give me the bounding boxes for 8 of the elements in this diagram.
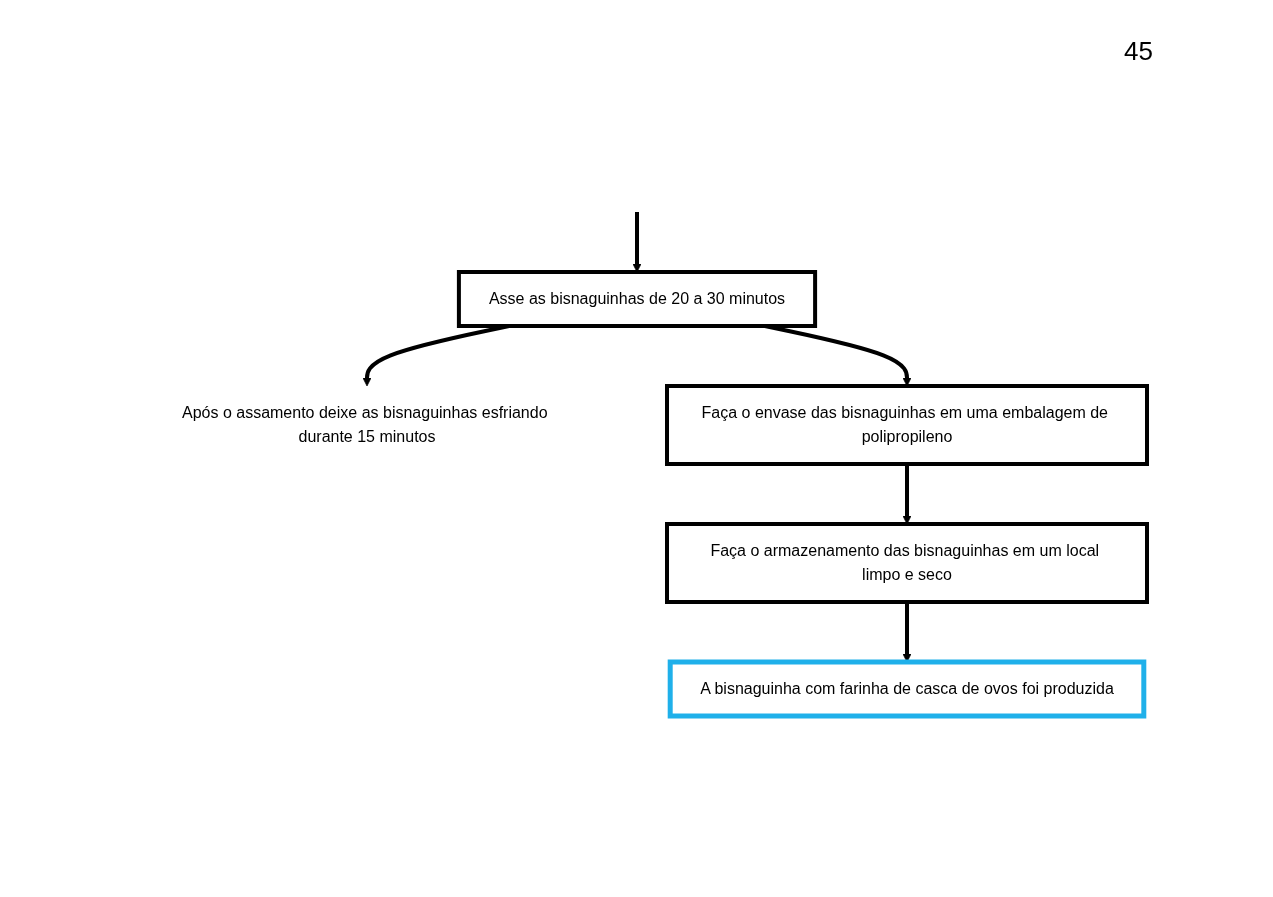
node-text: Após o assamento deixe as bisnaguinhas esfriando durante 15 minutos xyxy=(181,403,548,445)
page-number: 45 xyxy=(1124,36,1153,67)
node-box: A bisnaguinha com farinha de casca de ovos foi produzida xyxy=(667,659,1146,718)
node-box: Asse as bisnaguinhas de 20 a 30 minutos xyxy=(456,269,817,328)
node-box: Faça o armazenamento das bisnaguinhas em um local limpo e seco xyxy=(664,521,1149,604)
arrow xyxy=(632,211,641,272)
arrow xyxy=(902,463,911,524)
node-box: Faça o envase das bisnaguinhas em uma embalagem de polipropileno xyxy=(664,383,1149,466)
